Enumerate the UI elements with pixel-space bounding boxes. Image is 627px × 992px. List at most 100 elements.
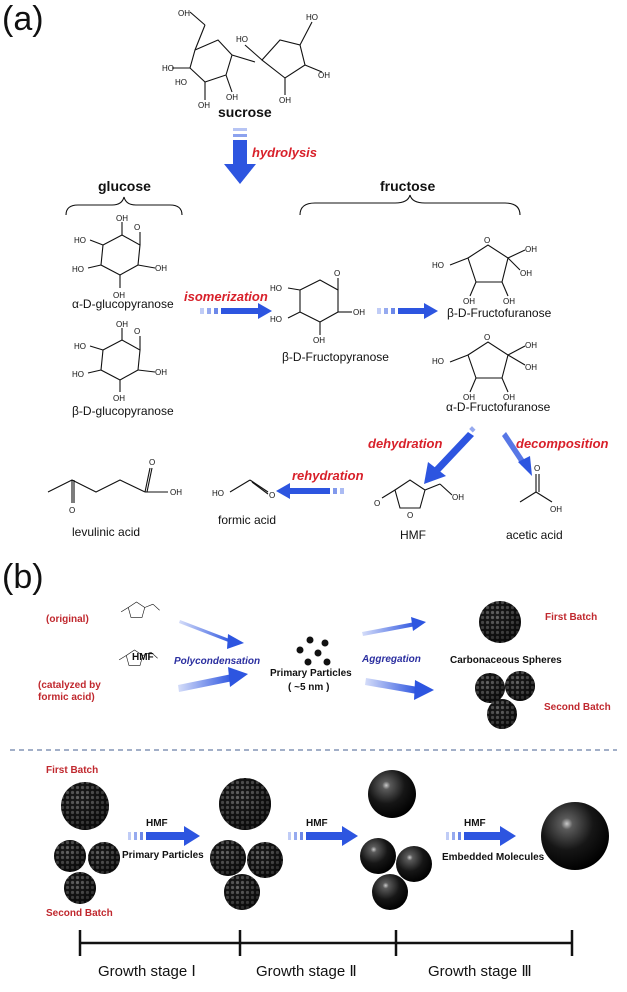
beta-fructofuranose-label: β-D-Fructofuranose — [447, 306, 552, 320]
stage3-first-sphere — [368, 770, 416, 818]
catalyzed-label: (catalyzed by formic acid) — [38, 680, 101, 704]
hmf-structure — [381, 479, 453, 509]
svg-text:OH: OH — [113, 291, 125, 300]
carbonaceous-spheres-label: Carbonaceous Spheres — [450, 655, 562, 666]
svg-text:OH: OH — [155, 368, 167, 377]
svg-text:HO: HO — [72, 370, 84, 379]
stage-arrow-2 — [288, 826, 358, 846]
svg-text:OH: OH — [155, 264, 167, 273]
svg-text:OH: OH — [525, 245, 537, 254]
svg-text:O: O — [334, 269, 340, 278]
svg-text:O: O — [134, 327, 140, 336]
dehydration-label: dehydration — [368, 436, 443, 451]
growth-stage-1-label: Growth stage Ⅰ — [98, 963, 196, 980]
levulinic-acid-structure — [47, 467, 168, 503]
alpha-glucopyranose-structure — [87, 222, 156, 288]
svg-text:OH: OH — [226, 93, 238, 102]
dehydration-arrow — [424, 426, 476, 484]
stage-second-batch-label: Second Batch — [46, 908, 113, 919]
svg-text:OH: OH — [463, 393, 475, 402]
svg-text:OH: OH — [198, 101, 210, 110]
hmf-small-catalyzed — [118, 649, 158, 666]
polycondensation-arrow-bottom — [178, 667, 248, 692]
fructofuranose-arrow — [377, 303, 438, 319]
svg-text:HO: HO — [212, 489, 224, 498]
fructose-label: fructose — [380, 178, 436, 194]
formic-acid-structure — [229, 479, 269, 495]
svg-text:OH: OH — [279, 96, 291, 105]
svg-text:O: O — [134, 223, 140, 232]
svg-text:O: O — [269, 491, 275, 500]
svg-text:HO: HO — [74, 342, 86, 351]
svg-text:OH: OH — [116, 214, 128, 223]
stage-first-batch-label: First Batch — [46, 765, 99, 776]
alpha-fructofuranose-label: α-D-Fructofuranose — [446, 400, 551, 414]
glucose-brace — [65, 196, 183, 216]
svg-text:OH: OH — [353, 308, 365, 317]
hmf-small-original — [120, 601, 160, 618]
svg-text:HO: HO — [270, 284, 282, 293]
svg-text:O: O — [374, 499, 380, 508]
svg-text:O: O — [484, 333, 490, 342]
svg-text:HO: HO — [236, 35, 248, 44]
svg-text:OH: OH — [178, 9, 190, 18]
svg-text:O: O — [407, 511, 413, 520]
beta-glucopyranose-label: β-D-glucopyranose — [72, 404, 174, 418]
growth-stage-2-label: Growth stage Ⅱ — [256, 963, 357, 980]
hmf-label: HMF — [400, 528, 426, 542]
beta-fructopyranose-label: β-D-Fructopyranose — [282, 350, 389, 364]
isomerization-label: isomerization — [184, 289, 268, 304]
stage3-second-sphere-2 — [396, 846, 432, 882]
alpha-glucopyranose-label: α-D-glucopyranose — [72, 297, 174, 311]
svg-text:OH: OH — [116, 320, 128, 329]
glucose-label: glucose — [98, 178, 151, 194]
svg-text:O: O — [69, 506, 75, 515]
sucrose-label: sucrose — [218, 104, 272, 120]
stage-arrow-1 — [128, 826, 200, 846]
svg-text:OH: OH — [503, 297, 515, 306]
rehydration-label: rehydration — [292, 468, 364, 483]
svg-text:O: O — [534, 464, 540, 473]
stage-arrow-3 — [446, 826, 516, 846]
decomposition-arrow — [502, 432, 532, 476]
alpha-fructofuranose-structure — [449, 341, 526, 393]
acetic-acid-structure — [519, 474, 553, 503]
svg-text:OH: OH — [550, 505, 562, 514]
fructose-brace — [299, 194, 521, 216]
hmf-b-label: HMF — [132, 652, 154, 663]
final-large-sphere — [541, 802, 609, 870]
stage3-second-sphere-1 — [360, 838, 396, 874]
second-batch-label: Second Batch — [544, 702, 611, 713]
first-batch-label: First Batch — [545, 612, 598, 623]
svg-text:OH: OH — [503, 393, 515, 402]
aggregation-arrow-top — [362, 617, 426, 636]
stage-arrow3-bottom-label: Embedded Molecules — [442, 852, 545, 863]
stage-arrow1-bottom-label: Primary Particles — [122, 850, 204, 861]
sucrose-structure — [172, 11, 323, 100]
catalyzed-line-2: formic acid) — [38, 692, 95, 703]
aggregation-arrow-bottom — [365, 678, 434, 700]
svg-text:HO: HO — [432, 357, 444, 366]
polycondensation-arrow-top — [179, 620, 244, 649]
beta-fructopyranose-structure — [287, 278, 352, 335]
decomposition-label: decomposition — [516, 436, 609, 451]
primary-particles-label: Primary Particles — [270, 668, 352, 679]
stage-arrow2-top-label: HMF — [306, 818, 328, 829]
svg-text:HO: HO — [162, 64, 174, 73]
primary-particles-cluster — [296, 636, 331, 666]
original-label: (original) — [46, 614, 89, 625]
levulinic-acid-label: levulinic acid — [72, 525, 141, 539]
panel-b-label: (b) — [2, 558, 44, 596]
svg-text:OH: OH — [525, 363, 537, 372]
svg-text:OH: OH — [170, 488, 182, 497]
hydrolysis-label: hydrolysis — [252, 145, 318, 160]
stage-arrow3-top-label: HMF — [464, 818, 486, 829]
size-label: ( ~5 nm ) — [288, 682, 330, 693]
svg-text:HO: HO — [306, 13, 318, 22]
panel-a-label: (a) — [2, 0, 44, 38]
isomerization-arrow — [200, 303, 272, 319]
svg-text:HO: HO — [74, 236, 86, 245]
stage-arrow1-top-label: HMF — [146, 818, 168, 829]
growth-timeline — [78, 930, 574, 956]
